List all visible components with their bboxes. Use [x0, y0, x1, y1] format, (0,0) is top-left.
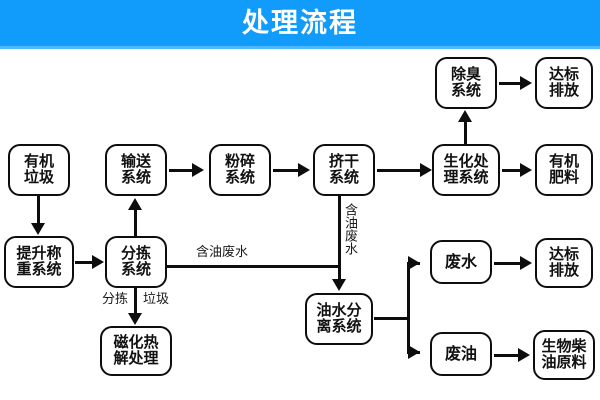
- node-waste-water[interactable]: 废水: [430, 240, 492, 284]
- arrowhead-oil-water-sep-to-waste-water: [408, 256, 420, 270]
- edge-waste-water-to-compliant-discharge: [494, 262, 521, 265]
- title-bar: 处理流程: [0, 0, 600, 46]
- node-label: 挤干 系统: [328, 152, 359, 186]
- node-label: 达标 排放: [548, 65, 579, 99]
- edge-label-sorting: 分拣: [102, 292, 129, 307]
- arrowhead-biochem-to-organic-fertilizer: [520, 163, 532, 177]
- arrowhead-crushing-to-squeeze-dry: [298, 163, 310, 177]
- node-label: 生物柴 油原料: [541, 337, 587, 371]
- arrowhead-oil-water-sep-to-waste-oil: [408, 345, 420, 359]
- arrowhead-squeeze-dry-to-oil-water-sep: [332, 279, 346, 291]
- edge-deodorization-to-compliant-discharge-air: [499, 82, 521, 85]
- page-title: 处理流程: [242, 7, 358, 39]
- arrowhead-waste-oil-to-biodiesel: [518, 348, 530, 362]
- node-compliant-discharge-water[interactable]: 达标 排放: [535, 238, 593, 288]
- arrowhead-conveying-to-crushing: [192, 163, 204, 177]
- node-label: 除臭 系统: [450, 65, 481, 99]
- node-label: 废油: [444, 343, 477, 363]
- arrowhead-squeeze-dry-to-biochem: [420, 163, 432, 177]
- node-label: 粉碎 系统: [224, 152, 255, 186]
- arrowhead-deodorization-to-compliant-discharge-air: [520, 76, 532, 90]
- node-label: 输送 系统: [120, 152, 151, 186]
- edge-lift-weigh-to-sorting: [75, 261, 93, 264]
- arrowhead-sorting-to-conveying: [128, 198, 142, 210]
- edge-waste-oil-to-biodiesel: [494, 354, 519, 357]
- edge-crushing-to-squeeze-dry: [273, 169, 299, 172]
- node-label: 油水分 离系统: [316, 301, 362, 335]
- arrowhead-biochem-to-deodorization: [458, 110, 472, 122]
- node-label: 磁化热 解处理: [113, 333, 159, 367]
- node-deodorization-system[interactable]: 除臭 系统: [435, 57, 497, 109]
- edge-label-oily-wastewater-horizontal: 含油废水: [196, 245, 249, 260]
- node-label: 达标 排放: [548, 245, 579, 279]
- edge-oil-water-sep-riser: [407, 262, 410, 354]
- node-oil-water-separation-system[interactable]: 油水分 离系统: [305, 293, 373, 345]
- edge-biochem-to-organic-fertilizer: [502, 169, 521, 172]
- node-label: 废水: [444, 251, 477, 271]
- node-conveying-system[interactable]: 输送 系统: [105, 144, 167, 196]
- node-label: 有机 垃圾: [23, 152, 54, 186]
- node-magnetic-pyrolysis-treatment[interactable]: 磁化热 解处理: [100, 326, 172, 376]
- node-label: 有机 肥料: [548, 152, 579, 186]
- arrowhead-waste-water-to-compliant-discharge: [520, 256, 532, 270]
- edge-sorting-to-magnetic-pyrolysis: [134, 288, 137, 314]
- arrowhead-lift-weigh-to-sorting: [92, 255, 104, 269]
- edge-oil-water-sep-stem: [374, 317, 410, 320]
- edge-conveying-to-crushing: [169, 169, 193, 172]
- node-squeeze-dry-system[interactable]: 挤干 系统: [313, 144, 375, 196]
- edge-sorting-to-oil-water-sep: [167, 265, 340, 268]
- node-waste-oil[interactable]: 废油: [430, 332, 492, 376]
- arrowhead-sorting-to-magnetic-pyrolysis: [128, 313, 142, 325]
- edge-biochem-to-deodorization: [464, 122, 467, 146]
- edge-organic-waste-to-lift-weigh: [37, 196, 40, 224]
- title-bar-underline: [0, 46, 600, 49]
- node-label: 提升称 重系统: [16, 244, 62, 278]
- edge-squeeze-dry-to-biochem: [377, 169, 422, 172]
- node-compliant-discharge-air[interactable]: 达标 排放: [535, 57, 593, 109]
- node-organic-waste[interactable]: 有机 垃圾: [8, 144, 70, 196]
- node-lift-weigh-system[interactable]: 提升称 重系统: [4, 236, 74, 288]
- node-label: 生化处 理系统: [443, 152, 489, 186]
- edge-label-oily-wastewater-vertical: 含油废水: [342, 203, 357, 255]
- node-biodiesel-feedstock[interactable]: 生物柴 油原料: [533, 330, 595, 380]
- node-crushing-system[interactable]: 粉碎 系统: [209, 144, 271, 196]
- edge-sorting-to-conveying: [134, 210, 137, 238]
- edge-squeeze-dry-to-oil-water-sep: [338, 196, 341, 280]
- node-sorting-system[interactable]: 分拣 系统: [105, 236, 167, 288]
- node-organic-fertilizer[interactable]: 有机 肥料: [535, 144, 593, 196]
- arrowhead-organic-waste-to-lift-weigh: [31, 223, 45, 235]
- node-label: 分拣 系统: [120, 244, 151, 278]
- edge-label-garbage: 垃圾: [143, 292, 170, 307]
- node-biochemical-treatment-system[interactable]: 生化处 理系统: [432, 144, 500, 196]
